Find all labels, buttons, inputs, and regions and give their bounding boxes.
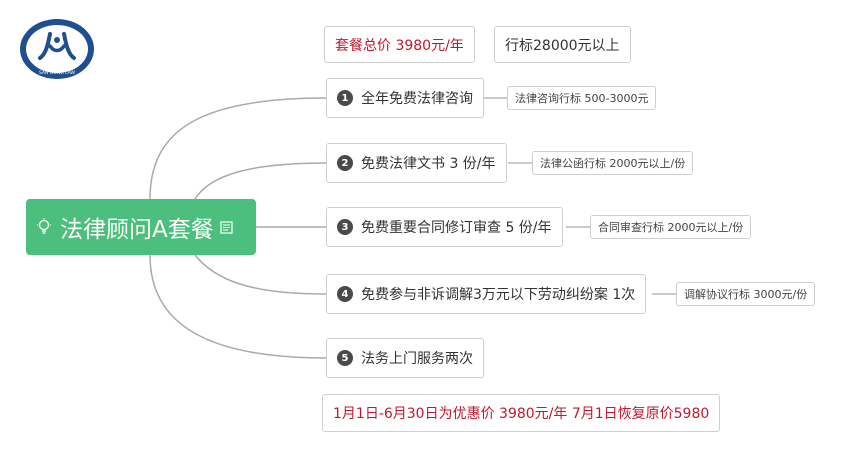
note-4[interactable]: 调解协议行标 3000元/份 <box>676 282 816 306</box>
note-1[interactable]: 法律咨询行标 500-3000元 <box>507 86 657 110</box>
note-text: 合同审查行标 2000元以上/份 <box>598 221 744 234</box>
topic-text: 全年免费法律咨询 <box>361 91 473 107</box>
lightbulb-icon <box>36 218 54 236</box>
promo-box: 1月1日-6月30日为优惠价 3980元/年 7月1日恢复原价5980 <box>322 394 721 432</box>
promo-text: 1月1日-6月30日为优惠价 3980元/年 7月1日恢复原价5980 <box>333 406 710 422</box>
note-text: 法律公函行标 2000元以上/份 <box>540 157 686 170</box>
note-icon[interactable] <box>220 220 233 234</box>
logo-seal-icon: SAN GONG LAW <box>20 19 94 79</box>
number-badge: 4 <box>337 286 353 302</box>
root-topic[interactable]: 法律顾问A套餐 <box>26 199 256 255</box>
root-title: 法律顾问A套餐 <box>60 217 214 243</box>
topic-5[interactable]: 5 法务上门服务两次 <box>326 338 484 378</box>
number-badge: 2 <box>337 155 353 171</box>
note-text: 法律咨询行标 500-3000元 <box>515 92 649 105</box>
note-3[interactable]: 合同审查行标 2000元以上/份 <box>590 215 752 239</box>
topic-text: 法务上门服务两次 <box>361 351 473 367</box>
note-2[interactable]: 法律公函行标 2000元以上/份 <box>532 151 694 175</box>
firm-logo: SAN GONG LAW <box>18 18 96 80</box>
topic-1[interactable]: 1 全年免费法律咨询 <box>326 78 484 118</box>
svg-text:SAN GONG LAW: SAN GONG LAW <box>39 70 76 76</box>
topic-4[interactable]: 4 免费参与非诉调解3万元以下劳动纠纷案 1次 <box>326 274 647 314</box>
topic-3[interactable]: 3 免费重要合同修订审查 5 份/年 <box>326 207 563 247</box>
topic-text: 免费重要合同修订审查 5 份/年 <box>361 220 552 236</box>
topic-text: 免费参与非诉调解3万元以下劳动纠纷案 1次 <box>361 287 636 303</box>
topic-2[interactable]: 2 免费法律文书 3 份/年 <box>326 143 507 183</box>
topic-text: 免费法律文书 3 份/年 <box>361 156 496 172</box>
market-price-text: 行标28000元以上 <box>505 37 620 54</box>
package-price: 套餐总价 3980元/年 <box>324 26 475 63</box>
note-text: 调解协议行标 3000元/份 <box>684 288 808 301</box>
number-badge: 3 <box>337 219 353 235</box>
market-price: 行标28000元以上 <box>494 26 631 63</box>
number-badge: 1 <box>337 90 353 106</box>
number-badge: 5 <box>337 350 353 366</box>
package-price-text: 套餐总价 3980元/年 <box>335 37 464 54</box>
